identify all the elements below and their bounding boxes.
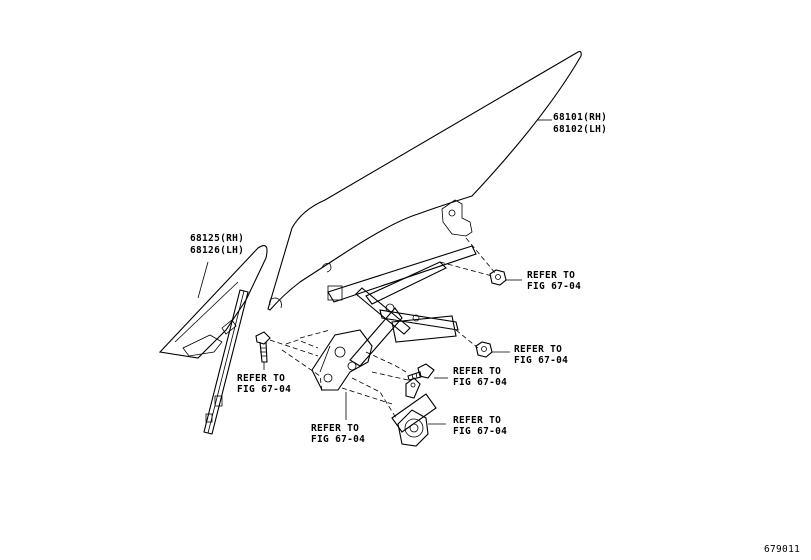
refer-label-4-line1: REFER TO: [453, 366, 502, 377]
window-regulator: [327, 245, 477, 367]
refer-label-6-line2: FIG 67-04: [453, 426, 508, 437]
label-glass-rh: 68101(RH): [553, 112, 608, 123]
bolt-left: [255, 331, 271, 363]
refer-label-6-line1: REFER TO: [453, 415, 502, 426]
quarter-leader: [197, 261, 209, 299]
refer-label-3-line2: FIG 67-04: [237, 384, 292, 395]
bolt-right: [407, 363, 435, 381]
label-quarter-rh: 68125(RH): [190, 233, 245, 244]
refer-label-2-line1: REFER TO: [514, 344, 563, 355]
regulator-motor: [391, 377, 437, 447]
nut-middle: [475, 341, 493, 358]
quarter-glass: [158, 245, 268, 359]
assembly-dashed-lines: [269, 237, 497, 419]
door-glass: [267, 50, 582, 311]
refer-label-1-line2: FIG 67-04: [527, 281, 582, 292]
refer-label-1-line1: REFER TO: [527, 270, 576, 281]
refer-label-2-line2: FIG 67-04: [514, 355, 569, 366]
nut-upper: [489, 269, 507, 286]
regulator-bracket: [311, 329, 373, 391]
refer-label-5-line1: REFER TO: [311, 423, 360, 434]
refer-label-3-line1: REFER TO: [237, 373, 286, 384]
refer-label-5-line2: FIG 67-04: [311, 434, 366, 445]
refer-label-4-line2: FIG 67-04: [453, 377, 508, 388]
figure-number: 679011: [764, 544, 801, 555]
label-quarter-lh: 68126(LH): [190, 245, 245, 256]
label-glass-lh: 68102(LH): [553, 124, 608, 135]
glass-run-channel: [203, 289, 249, 435]
